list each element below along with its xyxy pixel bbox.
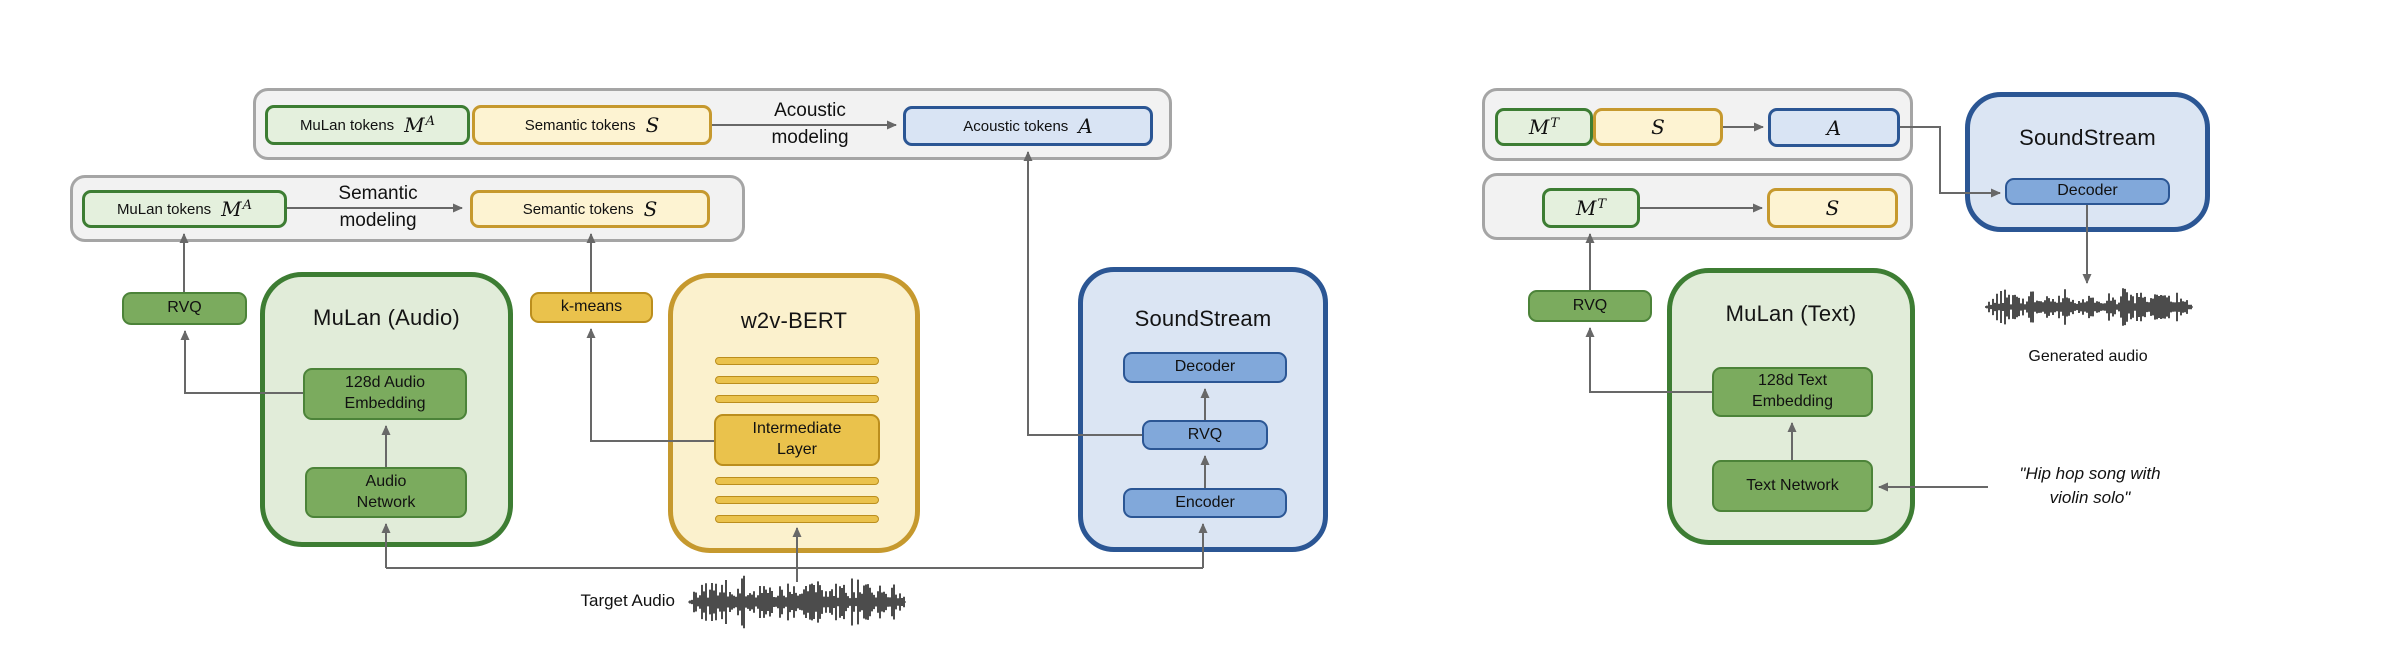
intermediate-layer-box: Intermediate Layer	[714, 414, 880, 466]
target-audio-label: Target Audio	[580, 591, 675, 610]
generated-audio-label: Generated audio	[2028, 348, 2148, 365]
m-t-symbol: MT	[1575, 196, 1607, 220]
kmeans-box: k-means	[530, 292, 653, 323]
w2v-layer-bar	[715, 477, 879, 485]
semantic-tokens-box-semantic-row: Semantic tokens S	[470, 190, 710, 228]
w2v-bert-module: w2v-BERT	[668, 273, 920, 553]
audio-embedding-box: 128d Audio Embedding	[303, 368, 467, 420]
s-symbol: S	[1825, 196, 1840, 220]
mulan-tokens-label: MuLan tokens	[299, 116, 395, 134]
generated-audio-waveform	[1985, 288, 2193, 326]
a-symbol: A	[1826, 115, 1842, 140]
w2v-layer-bar	[715, 496, 879, 504]
mulan-token-symbol: MA	[221, 197, 253, 221]
text-network-box: Text Network	[1712, 460, 1873, 512]
mulan-audio-title: MuLan (Audio)	[313, 305, 460, 330]
mulan-text-token-box-row2: MT	[1542, 188, 1640, 228]
target-audio-waveform	[688, 575, 906, 629]
w2v-bert-title: w2v-BERT	[740, 308, 848, 333]
mulan-tokens-box-semantic-row: MuLan tokens MA	[82, 190, 287, 228]
text-embedding-box: 128d Text Embedding	[1712, 367, 1873, 417]
mulan-tokens-box-acoustic-row: MuLan tokens MA	[265, 105, 470, 145]
acoustic-token-symbol: A	[1078, 114, 1093, 138]
semantic-token-box-row2: S	[1767, 188, 1898, 228]
soundstream-rvq-box: RVQ	[1142, 420, 1268, 450]
mulan-token-symbol: MA	[404, 113, 436, 137]
w2v-layer-bar	[715, 395, 879, 403]
soundstream-encoder-box: Encoder	[1123, 488, 1287, 518]
audio-network-box: Audio Network	[305, 467, 467, 518]
soundstream-decoder-box-right: Decoder	[2005, 178, 2170, 205]
soundstream-title: SoundStream	[1134, 306, 1272, 331]
acoustic-tokens-box: Acoustic tokens A	[903, 106, 1153, 146]
mulan-text-token-box-row1: MT	[1495, 108, 1593, 146]
semantic-token-box-row1: S	[1593, 108, 1723, 146]
rvq-box-right: RVQ	[1528, 290, 1652, 322]
semantic-tokens-box-acoustic-row: Semantic tokens S	[472, 105, 712, 145]
soundstream-title: SoundStream	[2019, 125, 2156, 150]
semantic-token-symbol: S	[643, 197, 658, 221]
semantic-token-symbol: S	[645, 113, 660, 137]
soundstream-module-right: SoundStream	[1965, 92, 2210, 232]
w2v-layer-bar	[715, 515, 879, 523]
semantic-tokens-label: Semantic tokens	[524, 116, 636, 134]
mulan-text-title: MuLan (Text)	[1725, 301, 1857, 326]
semantic-tokens-label: Semantic tokens	[522, 200, 634, 218]
soundstream-decoder-box: Decoder	[1123, 352, 1287, 383]
acoustic-token-box-row1: A	[1768, 108, 1900, 147]
rvq-box-left: RVQ	[122, 292, 247, 325]
w2v-layer-bar	[715, 357, 879, 365]
mulan-tokens-label: MuLan tokens	[116, 200, 212, 218]
acoustic-modeling-label: Acoustic modeling	[771, 100, 849, 148]
m-t-symbol: MT	[1528, 115, 1560, 139]
acoustic-tokens-label: Acoustic tokens	[963, 117, 1069, 135]
text-prompt: "Hip hop song with violin solo"	[2019, 464, 2161, 507]
w2v-layer-bar	[715, 376, 879, 384]
semantic-modeling-label: Semantic modeling	[338, 183, 418, 231]
s-symbol: S	[1651, 115, 1665, 139]
